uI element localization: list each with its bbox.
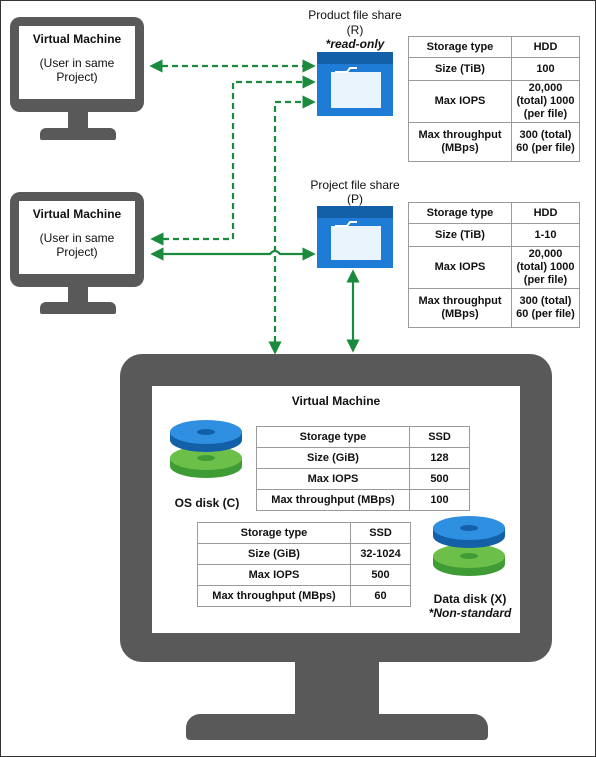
table-row-label: Size (TiB) [408,223,512,247]
connector-vm-middle-product-share [150,75,316,246]
monitor-stand-base [40,302,116,314]
table-row-value: 300 (total) 60 (per file) [511,288,580,328]
table-row: Size (TiB)1-10 [408,223,580,247]
table-row-value: 20,000 (total) 1000 (per file) [511,246,580,289]
table-row-value: SSD [409,426,470,448]
table-row-value: 1-10 [511,223,580,247]
table-row-value: 100 [511,57,580,81]
table-row-label: Max IOPS [197,564,351,586]
file-share-icon [317,206,393,268]
os-disk-label: OS disk (C) [174,496,240,510]
file-share-icon [317,52,393,116]
connector-vm-main-product-share [268,95,316,355]
table-row: Max throughput (MBps)300 (total) 60 (per… [408,122,580,162]
product-share-title: Product file share [308,8,402,22]
table-row-value: SSD [350,522,411,544]
table-row-value: HDD [511,202,580,224]
table-row-label: Max IOPS [408,246,512,289]
table-row-label: Storage type [256,426,410,448]
table-row-label: Max throughput (MBps) [408,288,512,328]
table-row-value: 300 (total) 60 (per file) [511,122,580,162]
monitor-screen: Virtual Machine (User in same Project) [19,201,135,274]
table-row-label: Size (GiB) [256,447,410,469]
monitor-stand-base [40,128,116,140]
table-row-value: 20,000 (total) 1000 (per file) [511,80,580,123]
monitor-screen: Virtual Machine (User in same Project) [19,26,135,99]
connector-vm-middle-project-share [150,247,316,261]
vm-middle-title: Virtual Machine [32,207,122,221]
table-row-value: HDD [511,36,580,58]
vm-top-subtitle: (User in same Project) [39,56,115,84]
data-disk-label: Data disk (X) [433,592,507,606]
monitor-stand-base [186,714,488,740]
table-row-value: 32-1024 [350,543,411,565]
table-row: Size (GiB)32-1024 [197,543,411,565]
product-share-note: *read-only [325,37,385,51]
table-row-value: 500 [409,468,470,490]
data-disk-note: *Non-standard [428,606,512,620]
table-row-value: 128 [409,447,470,469]
table-row-value: 60 [350,585,411,607]
os-disk-icon [170,420,242,478]
project-share-title: Project file share [310,178,400,192]
table-row: Size (TiB)100 [408,57,580,81]
table-row-label: Storage type [408,202,512,224]
table-row-label: Storage type [197,522,351,544]
monitor-stand-neck [68,285,88,305]
table-row-label: Max throughput (MBps) [197,585,351,607]
table-row-label: Size (TiB) [408,57,512,81]
table-row: Max throughput (MBps)100 [256,489,470,511]
table-row: Max throughput (MBps)300 (total) 60 (per… [408,288,580,328]
monitor-stand-neck [68,110,88,130]
table-row-value: 100 [409,489,470,511]
table-row-label: Max throughput (MBps) [256,489,410,511]
data-disk-icon [433,516,505,576]
table-row: Size (GiB)128 [256,447,470,469]
table-row-label: Size (GiB) [197,543,351,565]
table-row-label: Storage type [408,36,512,58]
vm-top-title: Virtual Machine [32,32,122,46]
project-share-code: (P) [347,192,363,206]
vm-middle-subtitle: (User in same Project) [39,231,115,259]
table-row-label: Max throughput (MBps) [408,122,512,162]
monitor-stand-neck [295,660,379,720]
vm-main-title: Virtual Machine [291,394,381,408]
table-row-label: Max IOPS [256,468,410,490]
product-share-code: (R) [346,23,364,37]
table-row-value: 500 [350,564,411,586]
table-row: Max throughput (MBps)60 [197,585,411,607]
table-row-label: Max IOPS [408,80,512,123]
